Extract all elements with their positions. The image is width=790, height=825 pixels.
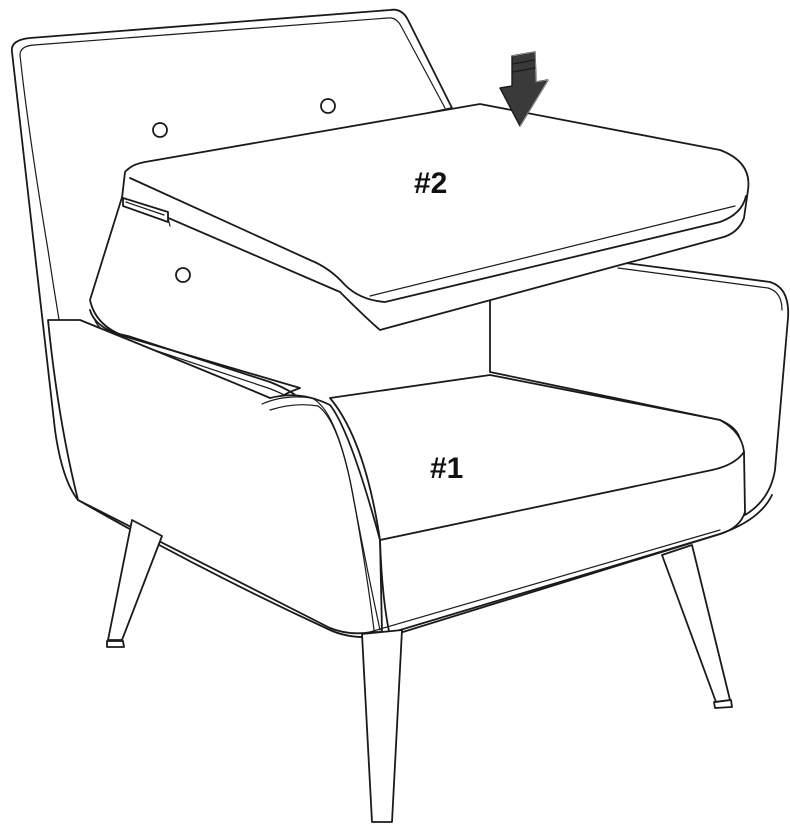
leg-front-right [661, 544, 731, 703]
back-cushion-label: #2 [414, 167, 447, 200]
chair-legs [106, 519, 733, 823]
tufting-button [320, 98, 336, 114]
back-cushion: #2 [121, 103, 750, 331]
leg-foot [106, 640, 125, 648]
leg-foot [713, 699, 733, 709]
zipper-tab [122, 197, 169, 223]
right-arm [489, 261, 790, 516]
seat-cushion-label: #1 [430, 452, 463, 485]
tufting-button [152, 122, 168, 138]
left-arm [47, 319, 383, 635]
chair-base [77, 494, 773, 639]
down-arrow-icon [499, 51, 549, 127]
leg-back-left [107, 519, 163, 641]
tufting-button [175, 267, 191, 283]
leg-front-center [361, 629, 403, 823]
seat-cushion: #1 [329, 374, 746, 637]
